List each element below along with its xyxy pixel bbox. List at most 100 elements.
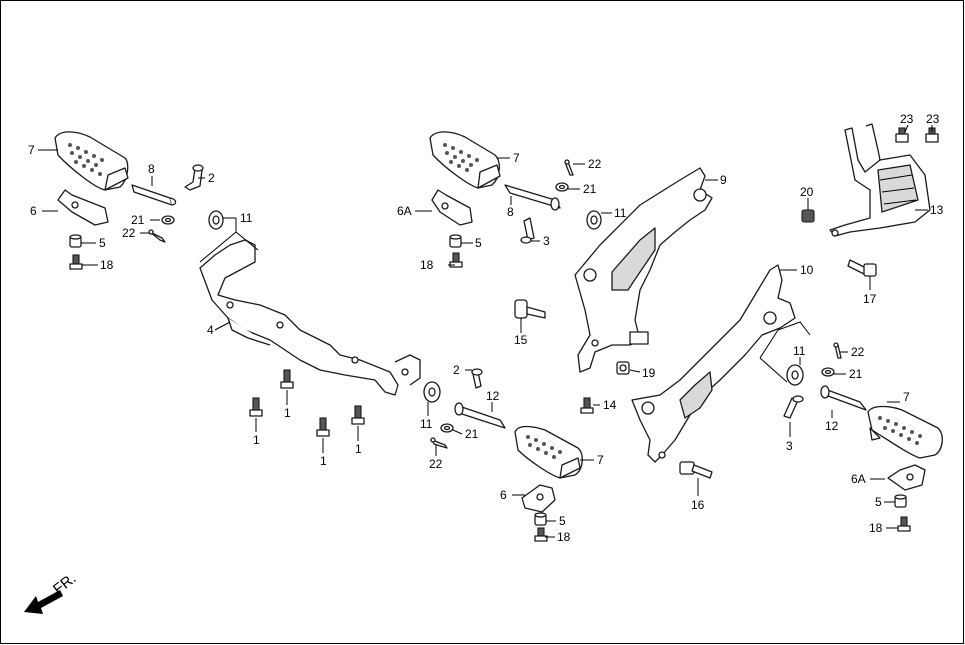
left-washer-11 <box>208 210 224 230</box>
label-12d: 12 <box>825 419 839 433</box>
lower-cotter-22 <box>430 437 448 449</box>
center-pin-3 <box>520 217 535 244</box>
bolt-15 <box>514 299 546 319</box>
label-12c: 12 <box>486 389 500 403</box>
label-6c: 6 <box>500 488 507 502</box>
rider-step-holder-9 <box>574 167 713 373</box>
label-4: 4 <box>207 323 214 337</box>
label-22d: 22 <box>851 345 865 359</box>
front-arrow-icon <box>24 590 63 614</box>
right-footpeg-rubber <box>867 405 943 459</box>
lower-footpeg-rubber <box>514 425 583 479</box>
label-18b: 18 <box>420 258 434 272</box>
bolt-14 <box>580 397 594 414</box>
left-bolt-18 <box>69 254 83 270</box>
bolt-1d <box>351 405 365 425</box>
left-footpeg-bracket <box>57 189 109 226</box>
label-17: 17 <box>863 292 877 306</box>
nut-19 <box>616 361 630 375</box>
lower-collar-5 <box>534 512 547 526</box>
leader-lines <box>38 124 933 538</box>
label-7b: 7 <box>513 151 520 165</box>
right-washer-11 <box>786 364 804 386</box>
label-19: 19 <box>642 366 656 380</box>
bolt-1c <box>316 417 330 437</box>
label-15: 15 <box>514 333 528 347</box>
label-2a: 2 <box>208 171 215 185</box>
lower-pin-2 <box>471 368 483 389</box>
label-21a: 21 <box>131 213 145 227</box>
label-8a: 8 <box>148 162 155 176</box>
label-6A-d: 6A <box>851 472 866 486</box>
label-18c: 18 <box>557 530 571 544</box>
label-9: 9 <box>720 173 727 187</box>
left-washer-21 <box>161 215 175 225</box>
bolt-1a <box>249 397 263 417</box>
label-3b: 3 <box>543 234 550 248</box>
pivot-stud <box>629 331 649 345</box>
bolt-16 <box>679 461 713 479</box>
passenger-bracket-4 <box>199 239 421 396</box>
left-collar-5 <box>69 234 82 248</box>
label-5b: 5 <box>475 236 482 250</box>
label-16: 16 <box>691 498 705 512</box>
label-14: 14 <box>603 398 617 412</box>
label-10: 10 <box>800 263 814 277</box>
left-footpeg-pin <box>131 184 177 206</box>
right-pin-12 <box>820 385 867 411</box>
label-11a: 11 <box>240 211 253 225</box>
label-3d: 3 <box>786 439 793 453</box>
left-clevis-pin <box>184 164 204 191</box>
label-7d: 7 <box>903 390 910 404</box>
right-cotter-22 <box>833 342 842 359</box>
label-20: 20 <box>800 185 814 199</box>
label-6A-b: 6A <box>397 204 412 218</box>
passenger-step-holder-10 <box>631 264 796 463</box>
part-labels: 7 8 2 6 21 22 5 18 11 4 1 1 1 1 7 22 21 … <box>28 112 944 544</box>
label-1c: 1 <box>320 454 327 468</box>
label-5c: 5 <box>559 514 566 528</box>
lower-pin-12 <box>454 402 506 429</box>
heel-guard-13 <box>829 123 931 237</box>
bolt-23a <box>895 127 909 143</box>
label-22c: 22 <box>429 457 443 471</box>
center-collar-5 <box>449 234 462 248</box>
label-23b: 23 <box>926 112 940 126</box>
label-22a: 22 <box>122 226 136 240</box>
label-2c: 2 <box>453 363 460 377</box>
bolt-17 <box>847 259 877 277</box>
lower-washer-11 <box>423 381 441 403</box>
label-7a: 7 <box>28 143 35 157</box>
label-18d: 18 <box>869 521 883 535</box>
label-22b: 22 <box>588 157 602 171</box>
left-footpeg-rubber <box>54 131 129 191</box>
right-washer-21 <box>821 367 835 377</box>
lower-bracket-6 <box>521 484 556 513</box>
lower-washer-21 <box>440 423 454 433</box>
label-5d: 5 <box>875 495 882 509</box>
lower-bolt-18 <box>534 527 548 542</box>
label-1a: 1 <box>253 433 260 447</box>
label-13: 13 <box>930 203 944 217</box>
center-cotter-22 <box>564 159 574 176</box>
label-7c: 7 <box>597 453 604 467</box>
center-washer-21 <box>555 182 569 192</box>
label-8b: 8 <box>507 205 514 219</box>
label-11c: 11 <box>420 417 433 431</box>
label-11b: 11 <box>614 206 627 220</box>
bolt-1b <box>280 369 294 389</box>
label-5a: 5 <box>99 236 106 250</box>
center-pin-8 <box>504 184 561 211</box>
label-1d: 1 <box>355 442 362 456</box>
center-washer-11 <box>586 210 602 230</box>
label-18a: 18 <box>100 258 114 272</box>
label-21c: 21 <box>465 427 479 441</box>
label-21d: 21 <box>849 367 863 381</box>
center-bracket-6A <box>431 189 473 226</box>
label-23a: 23 <box>900 112 914 126</box>
label-11d: 11 <box>793 344 806 358</box>
label-6a: 6 <box>30 204 37 218</box>
